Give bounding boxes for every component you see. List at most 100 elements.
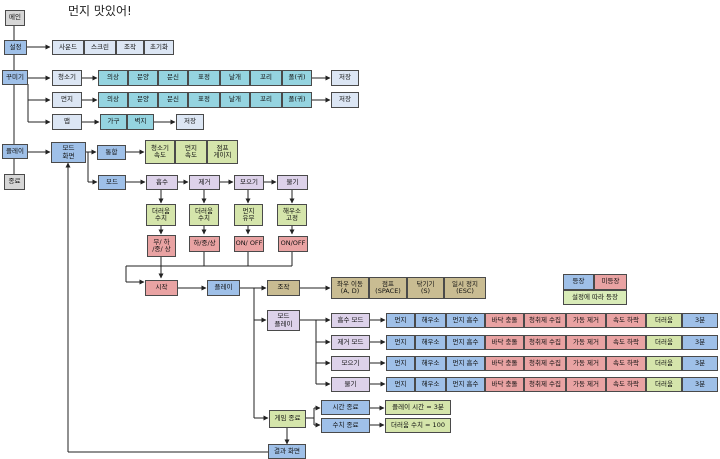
control-jump: 점프 (SPACE) (369, 277, 407, 299)
cleaner-custom-tail[interactable]: 꼬리 (250, 70, 282, 86)
submode-bite[interactable]: 물기 (277, 175, 308, 190)
dust-custom-wing[interactable]: 날개 (220, 92, 250, 108)
mode-row-cell: 먼지 (386, 377, 415, 392)
mode-row-cell: 더러움 (646, 313, 682, 328)
mode-row-cell: 속도 하락 (606, 356, 646, 371)
mode-row-cell: 가동 제거 (566, 377, 606, 392)
submode-absorb[interactable]: 흡수 (146, 175, 178, 190)
dust-custom-pattern[interactable]: 문양 (128, 92, 158, 108)
mode-row-label[interactable]: 흡수 모드 (331, 313, 370, 328)
param-dust-onoff: 먼지 유무 (234, 204, 263, 226)
mode-node[interactable]: 모드 (98, 175, 126, 190)
integrated-node[interactable]: 통합 (97, 145, 126, 160)
mode-row-label[interactable]: 제거 모드 (331, 335, 370, 350)
cleaner-node[interactable]: 청소기 (52, 70, 82, 86)
value-condition: 더러움 수치 = 100 (385, 418, 451, 433)
map-item-furniture[interactable]: 가구 (100, 114, 127, 130)
mode-row-cell: 가동 제거 (566, 335, 606, 350)
cleaner-custom-tattoo[interactable]: 문신 (158, 70, 188, 86)
mode-row-cell: 3분 (682, 335, 718, 350)
mode-row-cell: 3분 (682, 356, 718, 371)
mode-screen-node[interactable]: 모드 화면 (51, 142, 86, 163)
stat-dust-speed: 먼지 속도 (175, 140, 207, 164)
value-end-node: 수치 종료 (321, 418, 370, 433)
settings-node[interactable]: 설정 (4, 40, 27, 55)
legend-not-appear: 미등장 (594, 274, 627, 290)
map-item-wallpaper[interactable]: 벽지 (127, 114, 154, 130)
dust-save-button[interactable]: 저장 (331, 92, 359, 108)
dust-custom-tattoo[interactable]: 문신 (158, 92, 188, 108)
map-node[interactable]: 맵 (52, 114, 82, 130)
control-wipe: 닦기기 (S) (407, 277, 444, 299)
main-node[interactable]: 메인 (5, 10, 25, 26)
time-end-node: 시간 종료 (321, 400, 370, 415)
dust-custom-face[interactable]: 표정 (188, 92, 220, 108)
mode-row-cell: 속도 하락 (606, 377, 646, 392)
cleaner-custom-face[interactable]: 표정 (188, 70, 220, 86)
dust-custom-ear[interactable]: 폴(귀) (282, 92, 312, 108)
mode-row-cell: 청취제 수집 (524, 335, 566, 350)
mode-row-label[interactable]: 물기 (331, 377, 370, 392)
settings-item-sound[interactable]: 사운드 (52, 40, 84, 55)
legend-appear: 등장 (563, 274, 594, 290)
mode-row-cell: 해우소 (415, 313, 446, 328)
play-node[interactable]: 플레이 (2, 144, 28, 159)
mode-row-cell: 청취제 수집 (524, 377, 566, 392)
mode-row-cell: 속도 하락 (606, 313, 646, 328)
stat-cleaner-speed: 청소기 속도 (145, 140, 175, 164)
result-screen-node[interactable]: 결과 화면 (268, 444, 306, 459)
value-collect: ON/ OFF (234, 236, 264, 252)
mode-row-cell: 더러움 (646, 356, 682, 371)
mode-row-cell: 먼지 흡수 (446, 377, 485, 392)
dust-node[interactable]: 먼지 (52, 92, 82, 108)
dust-custom-costume[interactable]: 의상 (98, 92, 128, 108)
legend-by-setting: 설정에 따라 등장 (563, 290, 627, 305)
submode-collect[interactable]: 모으기 (234, 175, 264, 190)
dust-custom-tail[interactable]: 꼬리 (250, 92, 282, 108)
mode-row-cell: 3분 (682, 313, 718, 328)
param-dirt-1: 더러움 수치 (146, 204, 176, 226)
cleaner-custom-costume[interactable]: 의상 (98, 70, 128, 86)
mode-row-cell: 청취제 수집 (524, 313, 566, 328)
settings-item-reset[interactable]: 초기화 (144, 40, 174, 55)
time-condition: 플레이 시간 = 3분 (385, 400, 451, 415)
map-save-button[interactable]: 저장 (176, 114, 204, 130)
mode-row-cell: 3분 (682, 377, 718, 392)
mode-row-cell: 더러움 (646, 335, 682, 350)
decorate-node[interactable]: 꾸미기 (2, 70, 28, 85)
play-node-2[interactable]: 플레이 (207, 280, 240, 296)
mode-row-cell: 더러움 (646, 377, 682, 392)
game-end-node[interactable]: 게임 종료 (269, 410, 306, 428)
cleaner-custom-wing[interactable]: 날개 (220, 70, 250, 86)
mode-row-cell: 바닥 충돌 (485, 313, 524, 328)
mode-row-cell: 해우소 (415, 335, 446, 350)
mode-play-node[interactable]: 모드 플레이 (267, 310, 300, 331)
settings-item-screen[interactable]: 스크린 (84, 40, 116, 55)
diagram-title: 먼지 맛있어! (68, 4, 132, 18)
mode-row-cell: 해우소 (415, 377, 446, 392)
mode-row-cell: 바닥 충돌 (485, 335, 524, 350)
quit-node[interactable]: 종료 (4, 174, 25, 190)
mode-row-cell: 청취제 수집 (524, 356, 566, 371)
start-node[interactable]: 시작 (145, 280, 178, 296)
mode-row-cell: 먼지 (386, 335, 415, 350)
control-move: 좌우 이동 (A, D) (331, 277, 369, 299)
mode-row-cell: 먼지 흡수 (446, 335, 485, 350)
cleaner-save-button[interactable]: 저장 (331, 70, 359, 86)
submode-remove[interactable]: 제거 (189, 175, 220, 190)
value-absorb: 무/ 하 /중/ 상 (147, 235, 176, 257)
value-bite: ON/OFF (278, 236, 308, 252)
stat-jump-gauge: 점프 게이지 (207, 140, 238, 164)
settings-item-control[interactable]: 조작 (116, 40, 144, 55)
value-remove: 하/중/상 (189, 236, 220, 252)
mode-row-cell: 먼지 흡수 (446, 356, 485, 371)
cleaner-custom-ear[interactable]: 폴(귀) (282, 70, 312, 86)
mode-row-label[interactable]: 모으기 (331, 356, 370, 371)
cleaner-custom-pattern[interactable]: 문양 (128, 70, 158, 86)
control-node[interactable]: 조작 (267, 280, 300, 296)
mode-row-cell: 가동 제거 (566, 356, 606, 371)
control-pause: 일시 정지 (ESC) (444, 277, 486, 299)
mode-row-cell: 해우소 (415, 356, 446, 371)
mode-row-cell: 먼지 (386, 313, 415, 328)
